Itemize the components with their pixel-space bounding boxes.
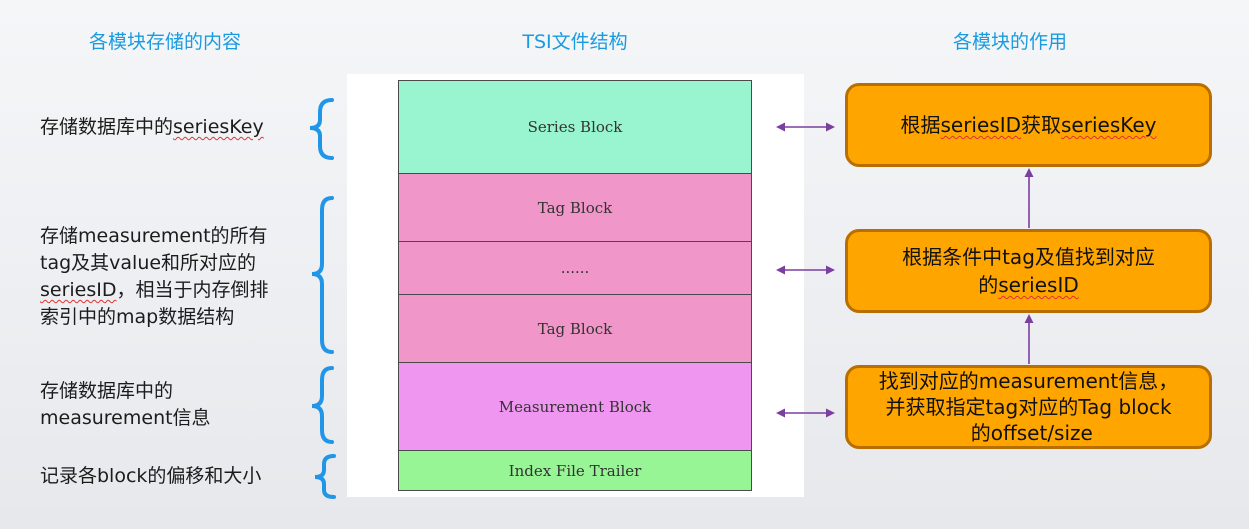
function-series-text: 根据seriesID获取seriesKey (900, 111, 1156, 139)
function-box-measurement: 找到对应的measurement信息， 并获取指定tag对应的Tag block… (845, 365, 1212, 449)
brace-measurement (311, 366, 334, 444)
function-tag-line1: 根据条件中tag及值找到对应 (902, 245, 1155, 269)
brace-tag (311, 196, 334, 354)
series-block-label: Series Block (527, 118, 623, 136)
function-tag-seriesid: seriesID (998, 273, 1079, 297)
function-measurement-line1: 找到对应的measurement信息， (878, 369, 1179, 393)
note-tag-line4: 索引中的map数据结构 (40, 306, 235, 328)
heading-tsi-structure: TSI文件结构 (522, 31, 628, 53)
tag-block-ellipsis: ...... (398, 241, 752, 295)
note-series-block: 存储数据库中的seriesKey (40, 114, 310, 141)
note-trailer: 记录各block的偏移和大小 (40, 465, 262, 487)
function-series-key2: seriesKey (1061, 113, 1157, 137)
function-box-tag: 根据条件中tag及值找到对应 的seriesID (845, 229, 1212, 313)
function-series-mid: 获取 (1021, 113, 1062, 137)
heading-module-contents: 各模块存储的内容 (88, 31, 241, 53)
function-box-series: 根据seriesID获取seriesKey (845, 83, 1212, 167)
measurement-block: Measurement Block (398, 362, 752, 451)
index-file-trailer: Index File Trailer (398, 450, 752, 491)
note-measurement-line1: 存储数据库中的 (40, 380, 174, 402)
note-measurement-block: 存储数据库中的 measurement信息 (40, 378, 310, 432)
brace-trailer (314, 454, 336, 499)
note-measurement-line2: measurement信息 (40, 407, 211, 429)
function-series-key1: seriesID (940, 113, 1022, 137)
function-measurement-line2: 并获取指定tag对应的Tag block (885, 395, 1172, 419)
measurement-block-label: Measurement Block (498, 397, 652, 416)
note-series-key: seriesKey (173, 116, 264, 138)
note-tag-seriesid: seriesID (40, 279, 117, 301)
brace-series (309, 98, 334, 160)
tag-block-2: Tag Block (398, 294, 752, 363)
function-series-pre: 根据 (900, 113, 941, 137)
heading-module-functions: 各模块的作用 (952, 31, 1067, 53)
series-block: Series Block (398, 80, 752, 174)
function-measurement-line3: 的offset/size (970, 421, 1093, 445)
function-tag-line2: 的seriesID (902, 271, 1155, 299)
tag-block-ellipsis-label: ...... (560, 259, 590, 277)
function-measurement-text: 找到对应的measurement信息， 并获取指定tag对应的Tag block… (879, 368, 1179, 446)
note-series-text: 存储数据库中的 (40, 116, 174, 138)
note-tag-line2: tag及其value和所对应的 (40, 252, 257, 274)
tag-block-1: Tag Block (398, 173, 752, 242)
tag-block-1-label: Tag Block (537, 198, 613, 217)
function-tag-line2-pre: 的 (978, 273, 999, 297)
function-tag-text: 根据条件中tag及值找到对应 的seriesID (902, 243, 1155, 299)
note-tag-line3-rest: ，相当于内存倒排 (116, 279, 269, 301)
tag-block-2-label: Tag Block (537, 319, 613, 338)
note-tag-block: 存储measurement的所有 tag及其value和所对应的 seriesI… (40, 223, 315, 331)
note-tag-line3: seriesID，相当于内存倒排 (40, 277, 315, 304)
index-file-trailer-label: Index File Trailer (508, 461, 642, 480)
note-tag-line1: 存储measurement的所有 (40, 225, 268, 247)
